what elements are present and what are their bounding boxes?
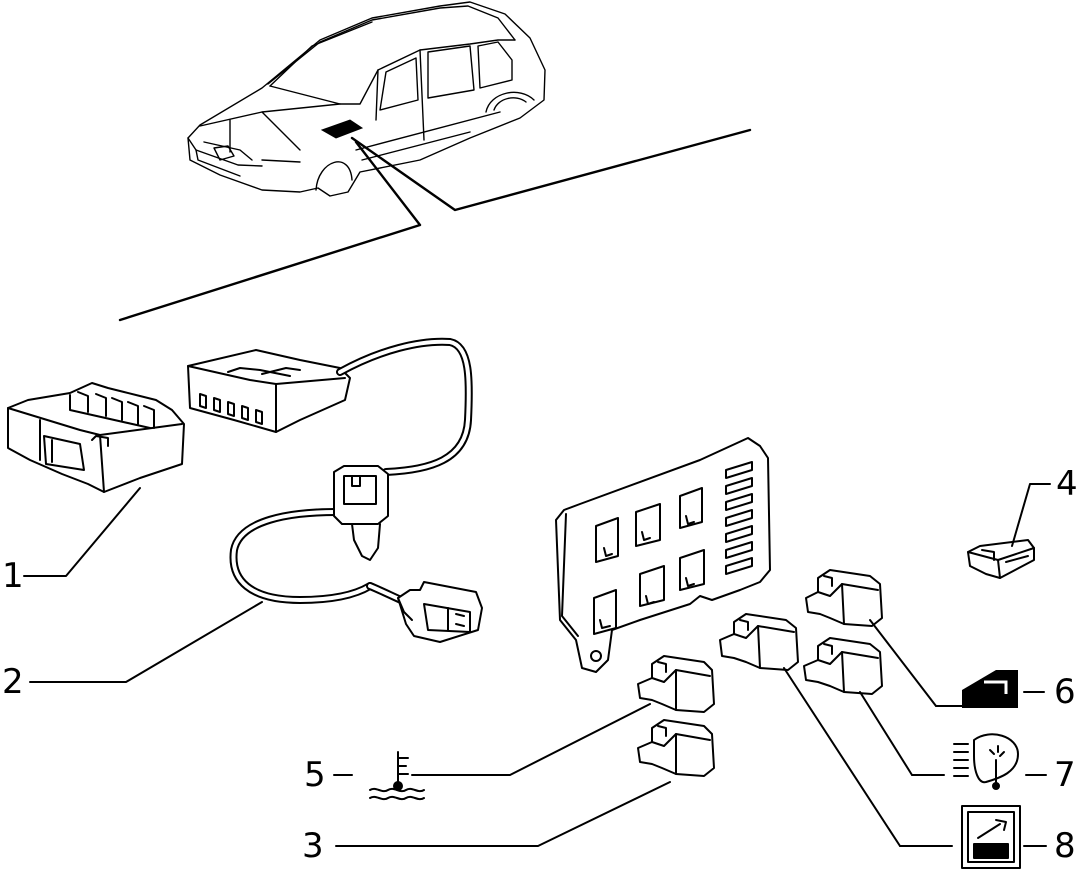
callout-2: 2: [2, 662, 24, 702]
callout-6: 6: [1054, 672, 1076, 712]
callout-3: 3: [302, 826, 324, 866]
door-ajar-icon: [962, 670, 1018, 708]
callout-4: 4: [1056, 464, 1078, 504]
callout-5: 5: [304, 755, 326, 795]
relay-item-6: [805, 569, 883, 627]
car-outline: [187, 1, 546, 197]
coolant-temperature-icon: [369, 751, 425, 801]
window-lift-icon: [961, 805, 1021, 869]
callout-7: 7: [1054, 755, 1076, 795]
relay-mounting-plate: [555, 437, 771, 673]
callout-1: 1: [2, 556, 24, 596]
relay-item-5: [637, 655, 715, 713]
headlamp-washer-icon: [953, 733, 1019, 790]
relay-item-7: [803, 637, 883, 695]
relay-item-8: [719, 613, 799, 671]
leader-lines: [23, 483, 1051, 847]
relay-item-3: [637, 719, 715, 777]
fuse-block-part: [7, 382, 185, 493]
fuse-box-location-marker: [320, 119, 364, 139]
callout-8: 8: [1054, 826, 1076, 866]
wiring-harness-part: [187, 337, 483, 643]
car-leader-lines: [118, 128, 752, 322]
fuse-part: [967, 539, 1035, 579]
